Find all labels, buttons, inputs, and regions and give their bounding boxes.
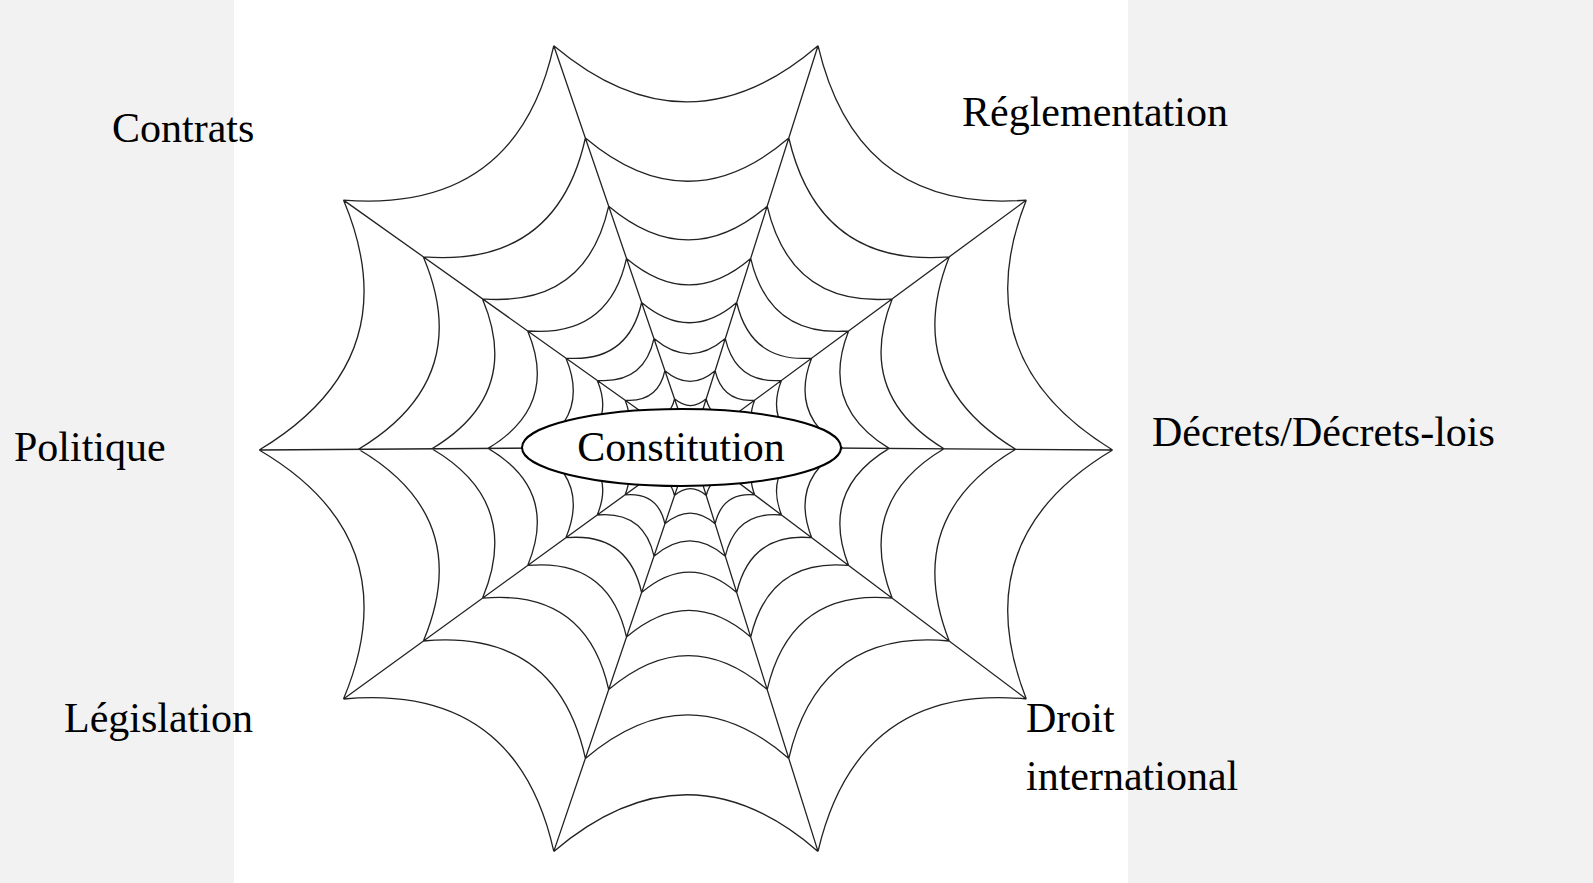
category-label: Législation xyxy=(64,689,253,747)
category-label: Réglementation xyxy=(962,83,1228,141)
category-label: Politique xyxy=(14,418,166,476)
ellipse-node: Constitution xyxy=(520,407,843,488)
node-text: Constitution xyxy=(577,422,785,472)
category-label: Décrets/Décrets-lois xyxy=(1152,403,1495,461)
category-label: Droit international xyxy=(1026,689,1316,805)
web-threads xyxy=(259,46,1112,852)
category-label: Contrats xyxy=(112,99,254,157)
